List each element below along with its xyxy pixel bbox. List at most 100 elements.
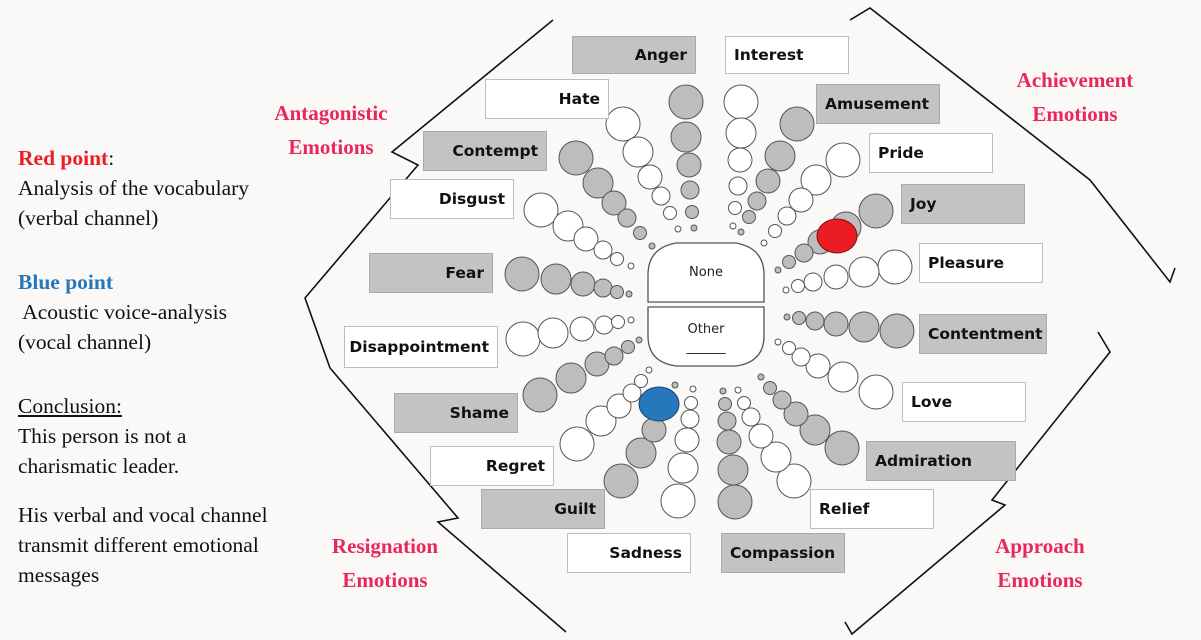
intensity-circle: [641, 417, 667, 443]
intensity-circle: [879, 313, 915, 349]
intensity-circle: [748, 423, 774, 449]
legend-note: His verbal and vocal channel transmit di…: [18, 500, 268, 590]
blue-point-marker: [638, 386, 680, 422]
emotion-label-interest: Interest: [725, 36, 849, 74]
intensity-circle: [671, 381, 679, 389]
intensity-circle: [719, 387, 727, 395]
resignation-bracket: [329, 367, 567, 633]
red-point-marker: [816, 218, 858, 254]
intensity-circle: [742, 210, 756, 224]
intensity-circle: [755, 168, 781, 194]
intensity-circle: [670, 121, 702, 153]
conclusion-line1: This person is not a: [18, 424, 187, 448]
emotion-label-joy: Joy: [901, 184, 1025, 224]
emotion-label-admiration: Admiration: [866, 441, 1016, 481]
intensity-circle: [779, 106, 815, 142]
intensity-circle: [627, 262, 635, 270]
intensity-circle: [680, 409, 700, 429]
legend-conclusion: Conclusion: This person is not a charism…: [18, 391, 186, 481]
intensity-circle: [792, 311, 806, 325]
intensity-circle: [783, 401, 809, 427]
intensity-circle: [791, 279, 805, 293]
intensity-circle: [603, 463, 639, 499]
intensity-circle: [648, 242, 656, 250]
group-achievement-line2: Emotions: [1032, 102, 1118, 126]
intensity-circle: [604, 346, 624, 366]
achievement-bracket: [849, 7, 1176, 284]
intensity-circle: [727, 147, 753, 173]
intensity-circle: [800, 164, 832, 196]
intensity-circle: [617, 208, 637, 228]
red-point-desc-line1: Analysis of the vocabulary: [18, 176, 250, 200]
intensity-circle: [680, 180, 700, 200]
intensity-circle: [825, 142, 861, 178]
emotion-label-guilt: Guilt: [481, 489, 605, 529]
intensity-circle: [760, 239, 768, 247]
intensity-circle: [774, 338, 782, 346]
emotion-label-amusement: Amusement: [816, 84, 940, 124]
emotion-label-contentment: Contentment: [919, 314, 1047, 354]
intensity-circle: [674, 427, 700, 453]
group-approach-line2: Emotions: [997, 568, 1083, 592]
legend-blue: Blue point Acoustic voice-analysis (voca…: [18, 267, 227, 357]
intensity-circle: [717, 484, 753, 520]
intensity-circle: [823, 311, 849, 337]
group-approach-line1: Approach: [995, 534, 1085, 558]
intensity-circle: [805, 353, 831, 379]
emotion-label-contempt: Contempt: [423, 131, 547, 171]
antagonistic-bracket: [304, 19, 554, 369]
intensity-circle: [593, 278, 613, 298]
emotion-label-love: Love: [902, 382, 1026, 422]
emotion-label-pride: Pride: [869, 133, 993, 173]
intensity-circle: [716, 429, 742, 455]
intensity-circle: [877, 249, 913, 285]
intensity-circle: [717, 411, 737, 431]
intensity-circle: [622, 383, 642, 403]
intensity-circle: [827, 361, 859, 393]
intensity-circle: [782, 286, 790, 294]
intensity-circle: [823, 264, 849, 290]
intensity-circle: [622, 136, 654, 168]
intensity-circle: [799, 414, 831, 446]
intensity-circle: [504, 256, 540, 292]
intensity-circle: [627, 316, 635, 324]
intensity-circle: [772, 390, 792, 410]
intensity-circle: [674, 225, 682, 233]
intensity-circle: [522, 377, 558, 413]
intensity-circle: [660, 483, 696, 519]
approach-bracket: [844, 331, 1111, 636]
intensity-circle: [824, 430, 860, 466]
emotion-label-shame: Shame: [394, 393, 518, 433]
intensity-circle: [741, 407, 761, 427]
intensity-circle: [858, 193, 894, 229]
intensity-circle: [757, 373, 765, 381]
intensity-circle: [621, 340, 635, 354]
group-antagonistic-line1: Antagonistic: [274, 101, 388, 125]
intensity-circle: [540, 263, 572, 295]
blue-point-desc-line1: Acoustic voice-analysis: [18, 300, 227, 324]
intensity-circle: [606, 393, 632, 419]
red-point-title: Red point: [18, 146, 109, 170]
intensity-circle: [594, 315, 614, 335]
intensity-circle: [676, 152, 702, 178]
center-other-cell: [647, 306, 765, 367]
group-achievement: Achievement Emotions: [990, 63, 1160, 131]
intensity-circle: [858, 374, 894, 410]
intensity-circle: [747, 191, 767, 211]
intensity-circle: [633, 226, 647, 240]
emotion-label-sadness: Sadness: [567, 533, 691, 573]
intensity-circle: [637, 164, 663, 190]
intensity-circle: [651, 186, 671, 206]
conclusion-line2: charismatic leader.: [18, 454, 180, 478]
red-point-colon: :: [108, 146, 115, 170]
intensity-circle: [573, 226, 599, 252]
intensity-circle: [685, 205, 699, 219]
intensity-circle: [634, 374, 648, 388]
blue-point-desc-line2: (vocal channel): [18, 330, 152, 354]
group-antagonistic: Antagonistic Emotions: [246, 96, 416, 164]
intensity-circle: [728, 176, 748, 196]
intensity-circle: [668, 84, 704, 120]
intensity-circle: [537, 317, 569, 349]
emotion-label-relief: Relief: [810, 489, 934, 529]
